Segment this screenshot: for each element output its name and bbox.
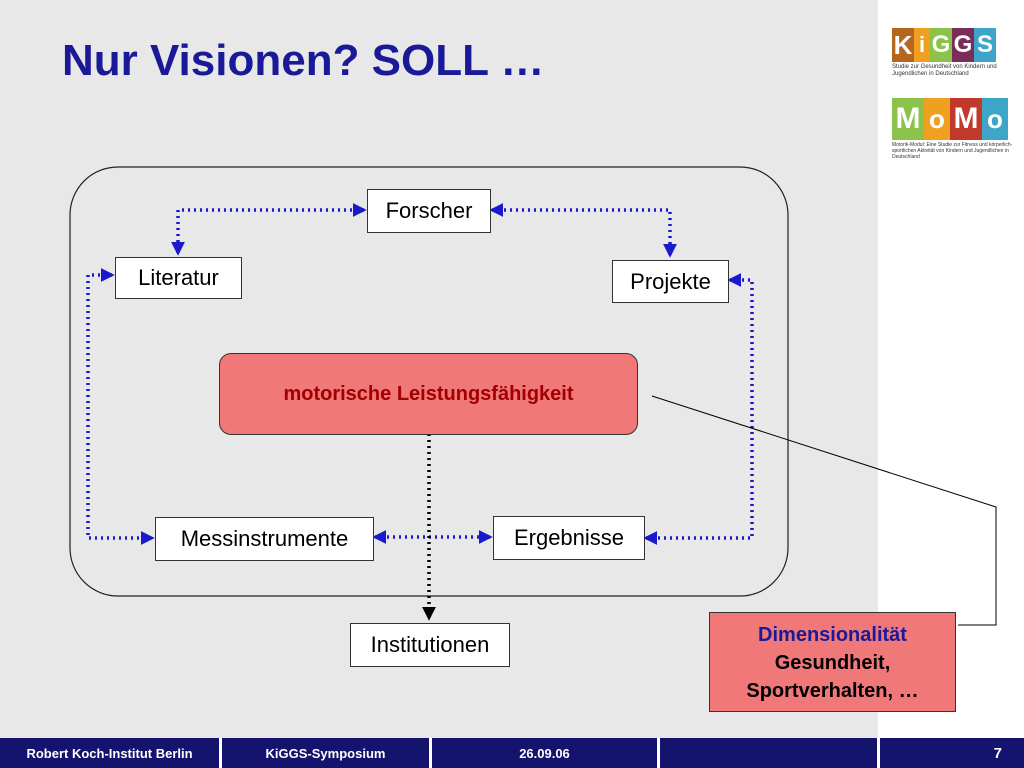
kiggs-letter-4: G <box>952 28 974 62</box>
kiggs-letter-2: i <box>914 28 930 62</box>
kiggs-letter-5: S <box>974 28 996 62</box>
momo-logo: M o M o Motorik-Modul: Eine Studie zur F… <box>892 98 1016 160</box>
footer-page-number: 7 <box>993 744 1002 762</box>
footer-bar: Robert Koch-Institut Berlin KiGGS-Sympos… <box>0 738 1024 768</box>
box-projekte: Projekte <box>612 260 729 303</box>
momo-subtitle: Motorik-Modul: Eine Studie zur Fitness u… <box>892 142 1013 160</box>
callout-line-2: Gesundheit, <box>774 652 891 674</box>
callout-connector <box>651 395 997 626</box>
footer-date: 26.09.06 <box>432 738 660 768</box>
footer-institute: Robert Koch-Institut Berlin <box>0 738 222 768</box>
box-ergebnisse: Ergebnisse <box>493 516 645 560</box>
callout-line-1: Dimensionalität <box>758 624 907 646</box>
momo-letter-2: o <box>924 98 950 140</box>
momo-letter-4: o <box>982 98 1008 140</box>
arrow-literatur-messinstrumente <box>86 268 155 545</box>
box-literatur: Literatur <box>115 257 242 299</box>
arrow-forscher-projekte <box>489 203 677 258</box>
arrow-projekte-ergebnisse <box>643 273 754 545</box>
footer-event: KiGGS-Symposium <box>222 738 432 768</box>
box-forscher: Forscher <box>367 189 491 233</box>
kiggs-subtitle: Studie zur Gesundheit von Kindern und Ju… <box>892 64 997 77</box>
footer-empty <box>660 738 880 768</box>
callout-box: Dimensionalität Gesundheit, Sportverhalt… <box>709 612 956 712</box>
box-institutionen: Institutionen <box>350 623 510 667</box>
center-box: motorische Leistungsfähigkeit <box>219 353 638 435</box>
box-messinstrumente: Messinstrumente <box>155 517 374 561</box>
callout-line-3: Sportverhalten, … <box>746 680 919 702</box>
slide-title: Nur Visionen? SOLL … <box>62 36 545 85</box>
momo-letter-3: M <box>950 98 982 140</box>
kiggs-letter-3: G <box>930 28 952 62</box>
diagram-connectors <box>69 166 997 626</box>
kiggs-letter-1: K <box>892 28 914 62</box>
momo-letter-1: M <box>892 98 924 140</box>
kiggs-logo: K i G G S Studie zur Gesundheit von Kind… <box>892 28 1012 78</box>
arrow-forscher-literatur <box>171 203 367 256</box>
